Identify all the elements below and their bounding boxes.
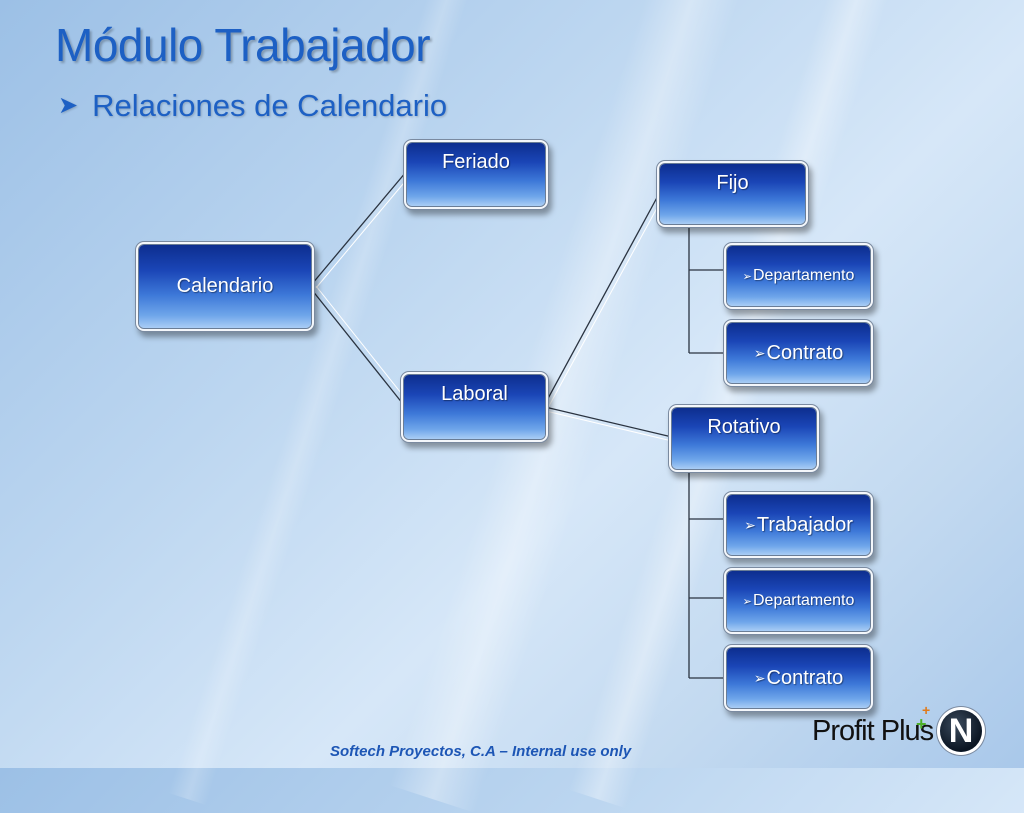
logo-plus-icon: + <box>922 702 931 718</box>
node-laboral: Laboral <box>404 375 545 439</box>
logo-letter: N <box>948 712 974 750</box>
link-calendario-feriado <box>311 171 407 285</box>
subtitle-text: Relaciones de Calendario <box>92 88 448 123</box>
diagram-connectors <box>311 171 726 679</box>
logo-text: Profit Plus <box>812 715 934 747</box>
logo-plus-icon: + <box>916 714 927 734</box>
profit-plus-logo: Profit Plus N + + <box>812 702 987 754</box>
bullet-arrow-icon: ➤ <box>58 92 79 119</box>
node-rotativo-trabajador: ➢Trabajador <box>727 495 870 555</box>
node-rotativo: Rotativo <box>672 408 816 469</box>
link-laboral-rotativo <box>544 406 673 438</box>
node-fijo: Fijo <box>660 164 805 224</box>
bullet-icon: ➢ <box>742 270 752 283</box>
logo-n-badge-icon: N <box>940 710 982 752</box>
node-rotativo-departamento: ➢Departamento <box>727 571 870 631</box>
node-fijo-contrato: ➢Contrato <box>727 323 870 383</box>
link-laboral-fijo <box>544 191 661 405</box>
bullet-icon: ➢ <box>744 516 756 533</box>
slide-subtitle: ➤ Relaciones de Calendario <box>58 88 447 124</box>
slide-title: Módulo Trabajador <box>55 19 431 71</box>
footer-text: Softech Proyectos, C.A – Internal use on… <box>330 743 632 760</box>
link-calendario-laboral <box>311 289 404 405</box>
bullet-icon: ➢ <box>742 595 752 608</box>
node-feriado: Feriado <box>407 143 545 206</box>
bullet-icon: ➢ <box>753 344 766 361</box>
bullet-icon: ➢ <box>753 669 766 686</box>
node-rotativo-contrato: ➢Contrato <box>727 648 870 708</box>
node-fijo-departamento: ➢Departamento <box>727 246 870 306</box>
node-calendario: Calendario <box>139 245 311 328</box>
